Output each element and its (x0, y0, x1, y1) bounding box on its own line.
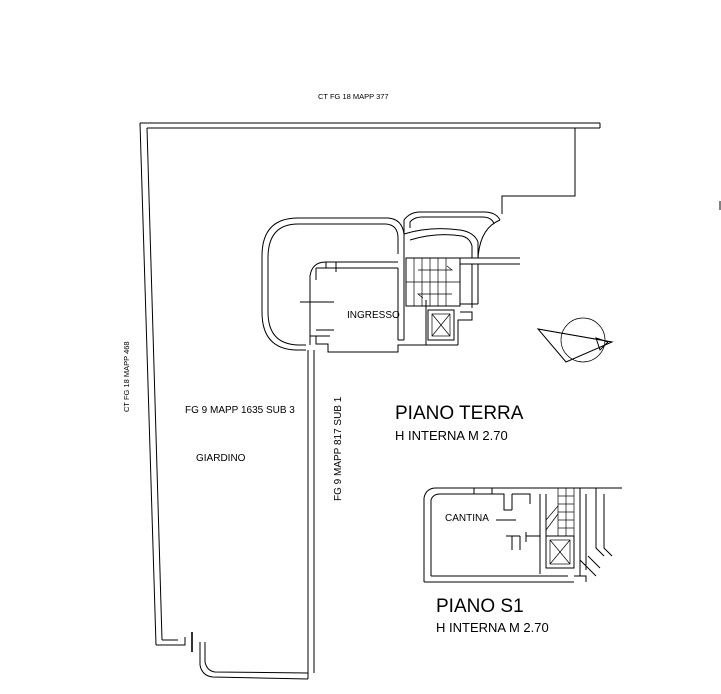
property-boundary (139, 122, 601, 680)
basement-height: H INTERNA M 2.70 (436, 620, 549, 635)
garden-label: GIARDINO (196, 453, 246, 464)
sub1-label: FG 9 MAPP 817 SUB 1 (333, 396, 344, 501)
north-arrow-icon (536, 201, 721, 363)
neighbor-left-label: CT FG 18 MAPP 468 (122, 341, 131, 412)
ground-floor-height: H INTERNA M 2.70 (395, 428, 508, 443)
basement-floor-building (423, 487, 622, 583)
dividing-wall (307, 350, 315, 679)
neighbor-top-label: CT FG 18 MAPP 377 (318, 92, 389, 101)
entrance-label: INGRESSO (347, 310, 400, 321)
ground-floor-title: PIANO TERRA (395, 403, 524, 424)
basement-title: PIANO S1 (436, 596, 524, 617)
sub3-label: FG 9 MAPP 1635 SUB 3 (185, 405, 295, 416)
cellar-label: CANTINA (445, 513, 489, 524)
ground-floor-building (261, 211, 520, 353)
